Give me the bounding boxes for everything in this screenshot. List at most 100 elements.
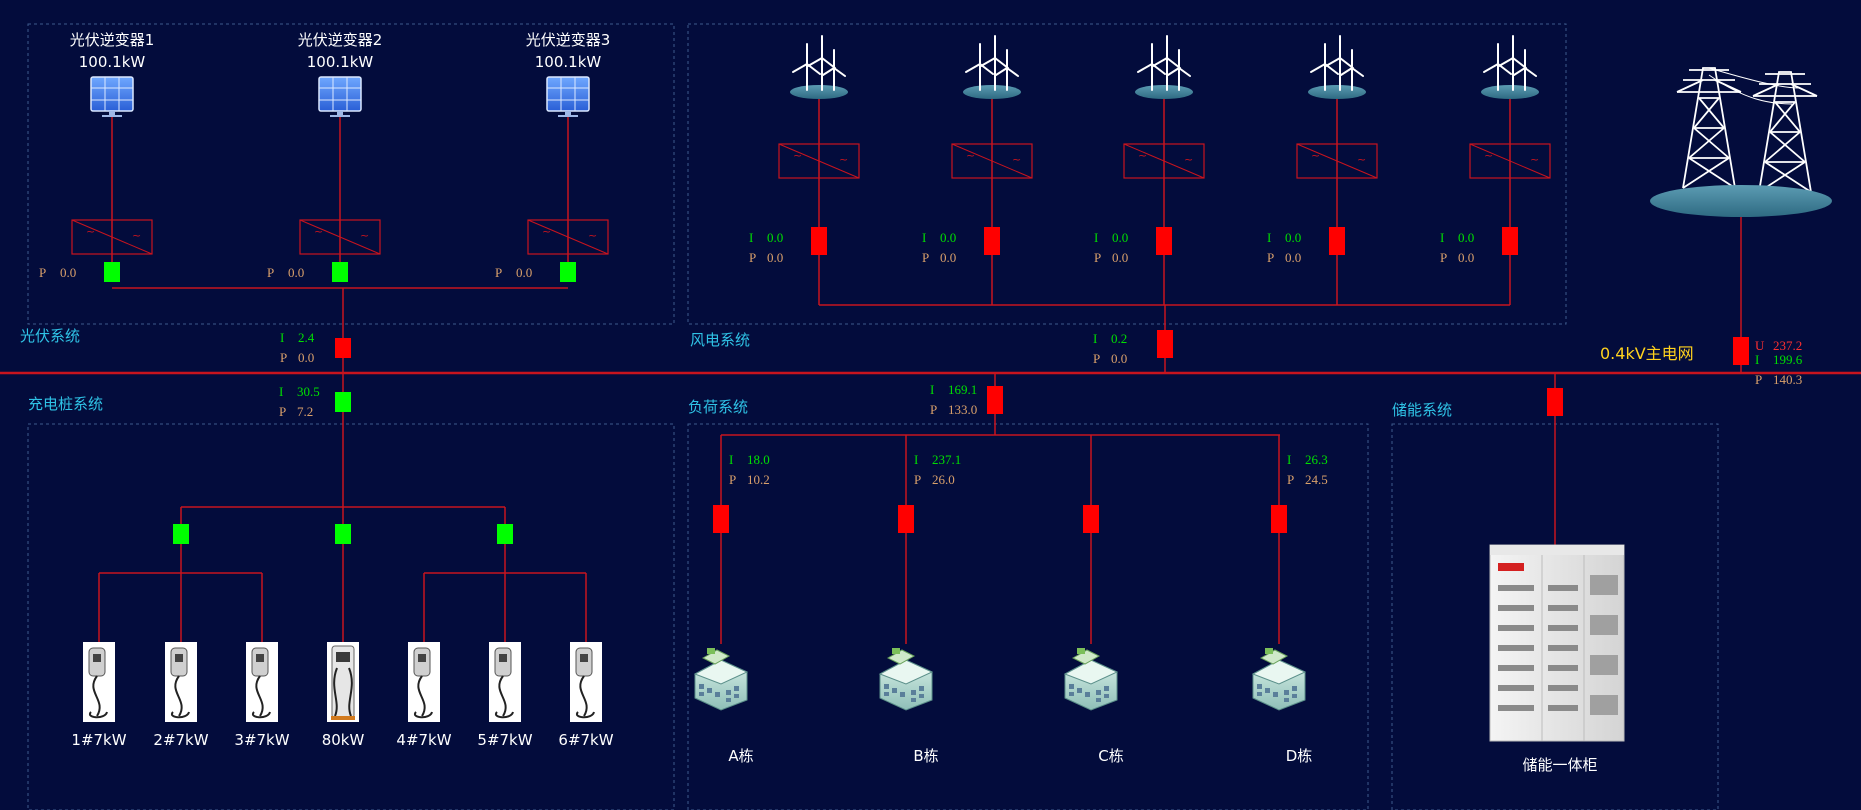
pv-inverter-rating: 100.1kW bbox=[79, 53, 146, 71]
charger-label: 3#7kW bbox=[234, 731, 289, 749]
charger-label: 5#7kW bbox=[477, 731, 532, 749]
wind-section-border bbox=[687, 23, 1567, 325]
current-label: I bbox=[1440, 230, 1444, 245]
wind-turbine-switch[interactable] bbox=[984, 227, 1000, 255]
power-label: P bbox=[1755, 372, 1762, 387]
current-value: 237.1 bbox=[932, 452, 961, 467]
grid-switch[interactable] bbox=[1733, 337, 1749, 365]
ac-charger-icon bbox=[407, 641, 441, 723]
storage-switch[interactable] bbox=[1547, 388, 1563, 416]
building-switch[interactable] bbox=[898, 505, 914, 533]
current-value: 0.2 bbox=[1111, 331, 1127, 346]
charging-feeder-switch[interactable] bbox=[335, 392, 351, 412]
current-label: I bbox=[1094, 230, 1098, 245]
power-label: P bbox=[1093, 351, 1100, 366]
power-value: 0.0 bbox=[288, 265, 304, 280]
ac-charger-icon bbox=[164, 641, 198, 723]
power-value: 0.0 bbox=[767, 250, 783, 265]
building-icon bbox=[1064, 647, 1118, 711]
current-value: 0.0 bbox=[1458, 230, 1474, 245]
pv-inverter-name: 光伏逆变器1 bbox=[70, 31, 155, 49]
wind-turbine-icon bbox=[1307, 35, 1367, 100]
power-line bbox=[1708, 67, 1801, 105]
charger-label: 1#7kW bbox=[71, 731, 126, 749]
current-value: 0.0 bbox=[1112, 230, 1128, 245]
storage-section-title: 储能系统 bbox=[1392, 401, 1452, 419]
load-feeder-switch[interactable] bbox=[987, 386, 1003, 414]
wind-turbine-switch[interactable] bbox=[811, 227, 827, 255]
building-name: B栋 bbox=[913, 747, 938, 765]
grid-label: 0.4kV主电网 bbox=[1600, 344, 1694, 363]
current-label: I bbox=[1267, 230, 1271, 245]
pv-inverter-rating: 100.1kW bbox=[307, 53, 374, 71]
building-name: C栋 bbox=[1098, 747, 1123, 765]
building-switch[interactable] bbox=[1083, 505, 1099, 533]
pv-inverter-name: 光伏逆变器3 bbox=[526, 31, 611, 49]
grid-base-pad bbox=[1650, 185, 1832, 217]
power-value: 133.0 bbox=[948, 402, 977, 417]
solar-panel-icon bbox=[318, 76, 362, 118]
power-label: P bbox=[280, 350, 287, 365]
charging-branch-switch[interactable] bbox=[497, 524, 513, 544]
pv-inverter-name: 光伏逆变器2 bbox=[298, 31, 383, 49]
wind-turbine-switch[interactable] bbox=[1502, 227, 1518, 255]
current-label: I bbox=[930, 382, 934, 397]
transmission-tower-icon bbox=[1752, 71, 1818, 193]
pv-feeder-switch[interactable] bbox=[335, 338, 351, 358]
solar-panel-icon bbox=[90, 76, 134, 118]
current-value: 0.0 bbox=[767, 230, 783, 245]
power-value: 0.0 bbox=[1285, 250, 1301, 265]
current-value: 0.0 bbox=[940, 230, 956, 245]
wind-feeder-switch[interactable] bbox=[1157, 330, 1173, 358]
power-label: P bbox=[922, 250, 929, 265]
current-label: I bbox=[729, 452, 733, 467]
power-label: P bbox=[495, 265, 502, 280]
ac-charger-icon bbox=[488, 641, 522, 723]
current-label: I bbox=[914, 452, 918, 467]
building-icon bbox=[1252, 647, 1306, 711]
current-label: I bbox=[749, 230, 753, 245]
power-label: P bbox=[279, 404, 286, 419]
power-label: P bbox=[1267, 250, 1274, 265]
current-value: 18.0 bbox=[747, 452, 770, 467]
current-label: I bbox=[1287, 452, 1291, 467]
power-value: 0.0 bbox=[60, 265, 76, 280]
transmission-tower-icon bbox=[1676, 67, 1742, 189]
power-value: 0.0 bbox=[1458, 250, 1474, 265]
storage-cabinet-name: 储能一体柜 bbox=[1522, 756, 1597, 774]
building-switch[interactable] bbox=[713, 505, 729, 533]
power-value: 0.0 bbox=[516, 265, 532, 280]
power-value: 24.5 bbox=[1305, 472, 1328, 487]
charger-label: 80kW bbox=[322, 731, 365, 749]
power-value: 0.0 bbox=[298, 350, 314, 365]
wind-turbine-switch[interactable] bbox=[1156, 227, 1172, 255]
pv-inverter-switch[interactable] bbox=[104, 262, 120, 282]
power-label: P bbox=[749, 250, 756, 265]
pv-section-border bbox=[27, 23, 675, 325]
power-value: 0.0 bbox=[1112, 250, 1128, 265]
current-label: I bbox=[280, 330, 284, 345]
current-label: I bbox=[1755, 352, 1759, 367]
current-label: I bbox=[1093, 331, 1097, 346]
current-label: I bbox=[279, 384, 283, 399]
charging-branch-switch[interactable] bbox=[335, 524, 351, 544]
power-label: P bbox=[267, 265, 274, 280]
power-label: P bbox=[39, 265, 46, 280]
power-value: 0.0 bbox=[1111, 351, 1127, 366]
pv-inverter-switch[interactable] bbox=[560, 262, 576, 282]
solar-panel-icon bbox=[546, 76, 590, 118]
power-value: 0.0 bbox=[940, 250, 956, 265]
charging-section-border bbox=[27, 423, 675, 810]
building-name: A栋 bbox=[728, 747, 753, 765]
pv-inverter-switch[interactable] bbox=[332, 262, 348, 282]
power-value: 10.2 bbox=[747, 472, 770, 487]
power-value: 140.3 bbox=[1773, 372, 1802, 387]
power-label: P bbox=[930, 402, 937, 417]
charging-branch-switch[interactable] bbox=[173, 524, 189, 544]
load-section-border bbox=[687, 423, 1369, 810]
building-icon bbox=[694, 647, 748, 711]
wind-turbine-icon bbox=[962, 35, 1022, 100]
power-label: P bbox=[1094, 250, 1101, 265]
building-switch[interactable] bbox=[1271, 505, 1287, 533]
wind-turbine-switch[interactable] bbox=[1329, 227, 1345, 255]
